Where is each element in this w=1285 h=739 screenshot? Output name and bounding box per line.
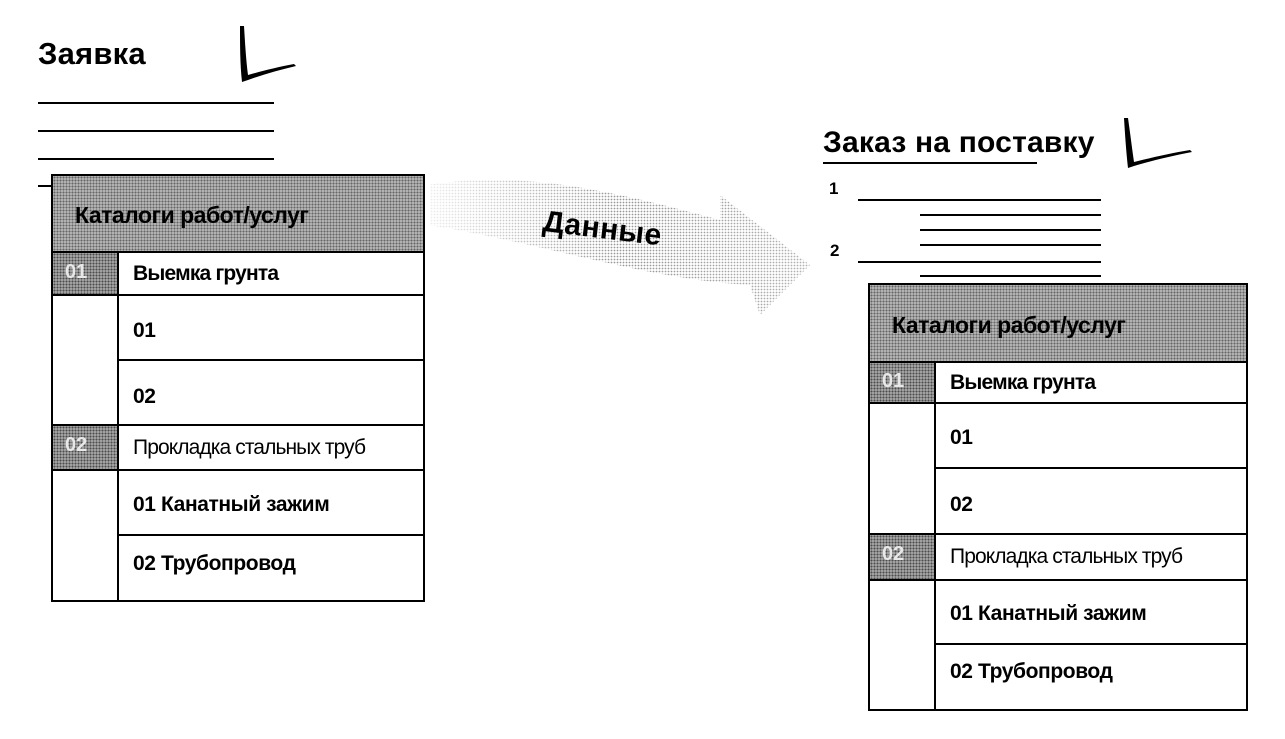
group-code-cell: 01 xyxy=(870,363,936,404)
group-row: Выемка грунта xyxy=(936,363,1246,404)
catalog-header: Каталоги работ/услуг xyxy=(870,285,1246,363)
catalog-header-label: Каталоги работ/услуг xyxy=(892,312,1126,338)
group-row: Прокладка стальных труб xyxy=(119,426,423,471)
item-code-column xyxy=(870,581,936,711)
left-rule-1 xyxy=(38,102,274,104)
item-label: 01 xyxy=(950,426,973,449)
right-document-title: Заказ на поставку xyxy=(823,126,1095,159)
item-row: 01 xyxy=(119,296,423,361)
right-title-underline xyxy=(823,162,1037,164)
item-row: 02 xyxy=(119,361,423,426)
catalog-header-label: Каталоги работ/услуг xyxy=(75,202,309,228)
data-flow-arrow xyxy=(430,179,810,315)
check-mark-icon xyxy=(1124,118,1192,168)
catalog-header: Каталоги работ/услуг xyxy=(53,176,423,253)
group-row: Прокладка стальных труб xyxy=(936,535,1246,581)
group-code: 02 xyxy=(65,434,88,456)
line-number: 1 xyxy=(829,179,839,198)
check-mark-icon xyxy=(240,26,296,82)
item-label: 01 Канатный зажим xyxy=(950,602,1147,625)
group-row: Выемка грунта xyxy=(119,253,423,296)
right-rule-1 xyxy=(858,199,1101,201)
item-label: 02 Трубопровод xyxy=(133,552,296,575)
right-rule-5 xyxy=(858,261,1101,263)
item-row: 01 Канатный зажим xyxy=(936,581,1246,645)
left-document-title: Заявка xyxy=(38,36,146,71)
group-code: 01 xyxy=(882,370,905,392)
group-code: 01 xyxy=(65,261,88,283)
item-label: 02 xyxy=(950,493,973,516)
right-rule-6 xyxy=(920,275,1101,277)
right-rule-4 xyxy=(920,244,1101,246)
group-name: Выемка грунта xyxy=(950,371,1096,394)
group-name: Прокладка стальных труб xyxy=(133,436,366,459)
item-label: 01 Канатный зажим xyxy=(133,493,330,516)
item-row: 02 Трубопровод xyxy=(936,645,1246,711)
item-code-column xyxy=(53,471,119,602)
right-rule-2 xyxy=(920,214,1101,216)
item-label: 02 Трубопровод xyxy=(950,660,1113,683)
left-rule-2 xyxy=(38,130,274,132)
group-name: Прокладка стальных труб xyxy=(950,545,1183,568)
right-rule-3 xyxy=(920,229,1101,231)
item-code-column xyxy=(53,296,119,426)
group-code-cell: 02 xyxy=(53,426,119,471)
item-label: 01 xyxy=(133,319,156,342)
left-rule-4 xyxy=(38,185,52,187)
left-catalog-table: Каталоги работ/услуг 01 Выемка грунта 01… xyxy=(51,174,425,602)
group-code: 02 xyxy=(882,543,905,565)
item-row: 01 Канатный зажим xyxy=(119,471,423,536)
group-code-cell: 02 xyxy=(870,535,936,581)
left-rule-3 xyxy=(38,158,274,160)
item-row: 02 Трубопровод xyxy=(119,536,423,602)
item-row: 01 xyxy=(936,404,1246,469)
line-number: 2 xyxy=(830,241,840,260)
right-catalog-table: Каталоги работ/услуг 01 Выемка грунта 01… xyxy=(868,283,1248,711)
group-code-cell: 01 xyxy=(53,253,119,296)
group-name: Выемка грунта xyxy=(133,262,279,285)
item-label: 02 xyxy=(133,385,156,408)
item-row: 02 xyxy=(936,469,1246,535)
item-code-column xyxy=(870,404,936,535)
